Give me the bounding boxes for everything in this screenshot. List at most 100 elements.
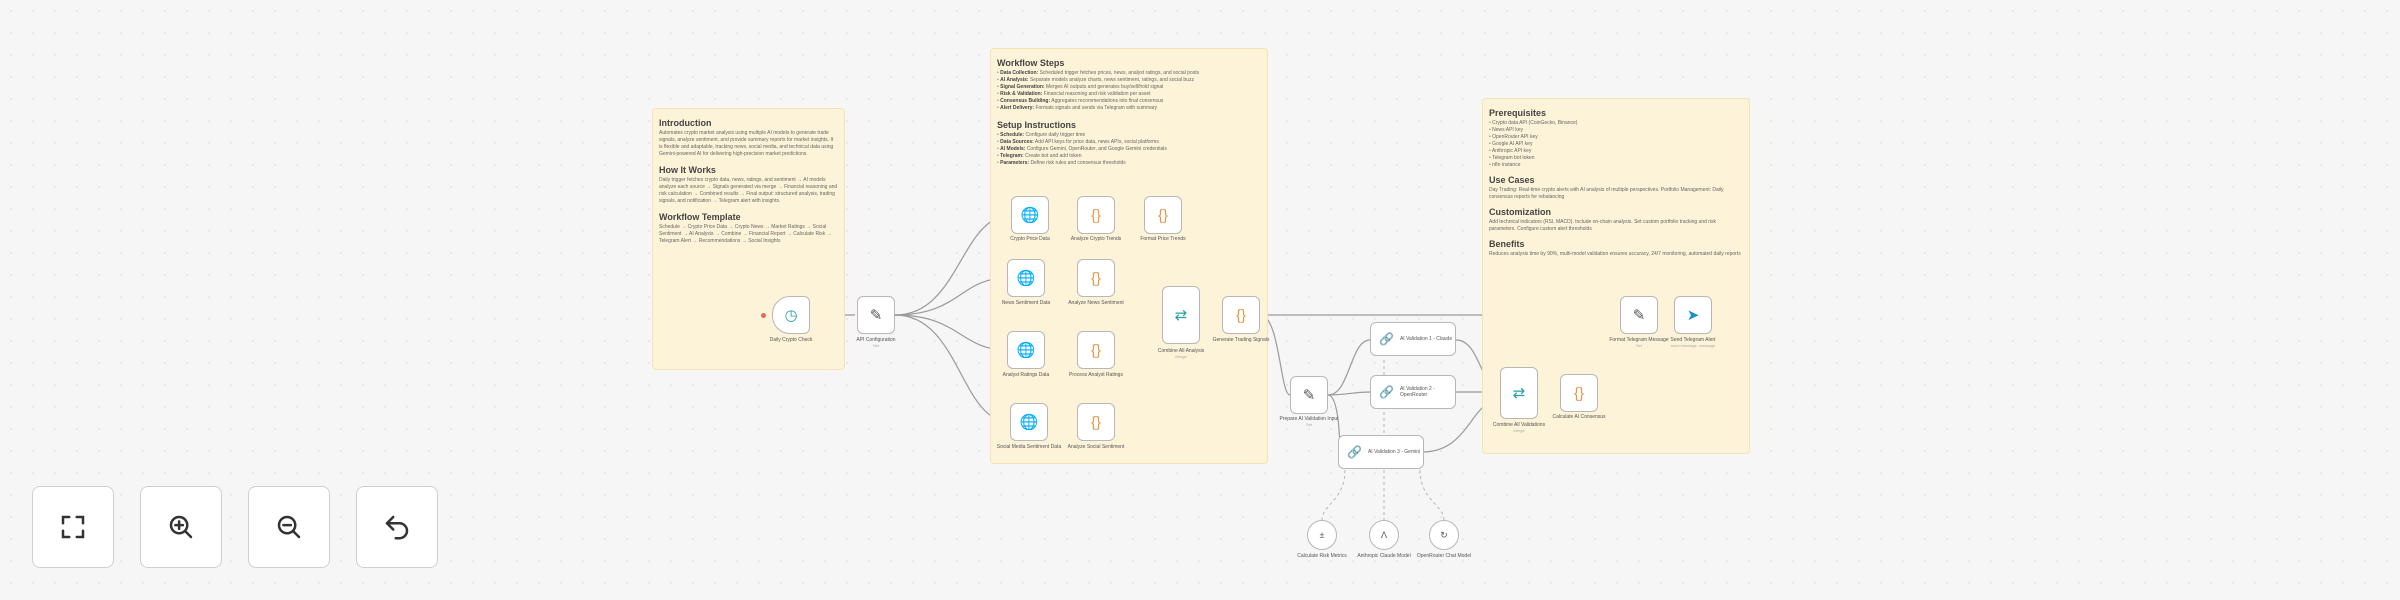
node-news-sentiment-data[interactable]: 🌐 bbox=[1007, 259, 1045, 297]
node-label: OpenRouter Chat Model bbox=[1416, 553, 1472, 559]
sticky-note-workflow-steps[interactable]: Workflow Steps Data Collection: Schedule… bbox=[990, 48, 1268, 464]
pencil-icon: ✎ bbox=[1632, 306, 1646, 324]
merge-icon: ⇄ bbox=[1512, 384, 1526, 402]
list-item: Data Sources: Add API keys for price dat… bbox=[997, 139, 1261, 146]
code-icon: {} bbox=[1157, 206, 1169, 224]
reset-zoom-button[interactable] bbox=[356, 486, 438, 568]
note-heading: Prerequisites bbox=[1489, 108, 1547, 118]
note-heading: Use Cases bbox=[1489, 175, 1535, 185]
node-label: Crypto Price Data bbox=[1010, 236, 1050, 242]
node-label: News Sentiment Data bbox=[1001, 300, 1051, 306]
list-item: n8n instance bbox=[1489, 162, 1743, 169]
note-text: Reduces analysis time by 90%, multi-mode… bbox=[1489, 251, 1741, 257]
list-item: AI Models: Configure Gemini, OpenRouter,… bbox=[997, 146, 1261, 153]
node-label: Daily Crypto Check bbox=[769, 337, 813, 343]
clock-icon: ◷ bbox=[784, 306, 798, 324]
list-item: Risk & Validation: Financial reasoning a… bbox=[997, 91, 1261, 98]
node-prepare-ai-validation-input[interactable]: ✎ bbox=[1290, 376, 1328, 414]
sticky-note-introduction[interactable]: Introduction Automates crypto market ana… bbox=[652, 108, 845, 370]
merge-icon: ⇄ bbox=[1174, 306, 1188, 324]
code-icon: {} bbox=[1235, 306, 1247, 324]
node-analyze-news-sentiment[interactable]: {} bbox=[1077, 259, 1115, 297]
node-combine-all-validations[interactable]: ⇄ bbox=[1500, 367, 1538, 419]
fit-view-icon bbox=[61, 515, 85, 539]
telegram-icon: ➤ bbox=[1686, 306, 1700, 324]
list-item: Crypto data API (CoinGecko, Binance) bbox=[1489, 120, 1743, 127]
link-icon: 🔗 bbox=[1379, 332, 1394, 346]
node-label: Format Price Trends bbox=[1140, 236, 1186, 242]
globe-icon: 🌐 bbox=[1016, 341, 1036, 359]
node-format-price-trends[interactable]: {} bbox=[1144, 196, 1182, 234]
list-item: Anthropic API key bbox=[1489, 148, 1743, 155]
node-label: Analyst Ratings Data bbox=[1002, 372, 1050, 378]
node-daily-crypto-check[interactable]: ◷ bbox=[772, 296, 810, 334]
node-label: Process Analyst Ratings bbox=[1069, 372, 1123, 378]
node-api-configuration[interactable]: ✎ bbox=[857, 296, 895, 334]
list-item: Consensus Building: Aggregates recommend… bbox=[997, 98, 1261, 105]
node-analyst-ratings-data[interactable]: 🌐 bbox=[1007, 331, 1045, 369]
list-item: Signal Generation: Merges AI outputs and… bbox=[997, 84, 1261, 91]
node-ai-validation-3[interactable]: 🔗 AI Validation 3 - Gemini bbox=[1338, 435, 1424, 469]
globe-icon: 🌐 bbox=[1020, 206, 1040, 224]
openrouter-icon: ↻ bbox=[1440, 529, 1448, 540]
node-generate-trading-signals[interactable]: {} bbox=[1222, 296, 1260, 334]
note-heading: Workflow Steps bbox=[997, 58, 1065, 68]
anthropic-icon: Λ bbox=[1380, 530, 1387, 540]
globe-icon: 🌐 bbox=[1019, 413, 1039, 431]
code-icon: {} bbox=[1090, 269, 1102, 287]
code-icon: {} bbox=[1090, 206, 1102, 224]
pencil-icon: ✎ bbox=[869, 306, 883, 324]
setup-list: Schedule: Configure daily trigger time D… bbox=[997, 132, 1261, 167]
node-label: Analyze Social Sentiment bbox=[1067, 444, 1125, 450]
fit-view-button[interactable] bbox=[32, 486, 114, 568]
node-label: Anthropic Claude Model bbox=[1357, 553, 1411, 559]
note-text: Daily trigger fetches crypto data, news,… bbox=[659, 177, 838, 204]
node-analyze-social-sentiment[interactable]: {} bbox=[1077, 403, 1115, 441]
node-crypto-price-data[interactable]: 🌐 bbox=[1011, 196, 1049, 234]
node-calculate-risk-metrics[interactable]: ± bbox=[1307, 520, 1337, 550]
note-text: Automates crypto market analysis using m… bbox=[659, 130, 834, 157]
node-format-telegram-message[interactable]: ✎ bbox=[1620, 296, 1658, 334]
node-label: Analyze Crypto Trends bbox=[1070, 236, 1122, 242]
pencil-icon: ✎ bbox=[1302, 386, 1316, 404]
node-label: Social Media Sentiment Data bbox=[996, 444, 1062, 450]
node-label: Calculate Risk Metrics bbox=[1297, 553, 1347, 559]
node-analyze-crypto-trends[interactable]: {} bbox=[1077, 196, 1115, 234]
node-social-media-sentiment-data[interactable]: 🌐 bbox=[1010, 403, 1048, 441]
node-ai-validation-2[interactable]: 🔗 AI Validation 2 - OpenRouter bbox=[1370, 375, 1456, 409]
node-send-telegram-alert[interactable]: ➤ bbox=[1674, 296, 1712, 334]
zoom-in-icon bbox=[169, 515, 193, 539]
node-ai-validation-1[interactable]: 🔗 AI Validation 1 - Claude bbox=[1370, 322, 1456, 356]
node-combine-all-analysis[interactable]: ⇄ bbox=[1162, 286, 1200, 344]
note-heading: Benefits bbox=[1489, 239, 1525, 249]
code-icon: {} bbox=[1090, 341, 1102, 359]
note-heading: How It Works bbox=[659, 165, 716, 175]
error-port bbox=[761, 313, 766, 318]
zoom-out-icon bbox=[277, 515, 301, 539]
list-item: Data Collection: Scheduled trigger fetch… bbox=[997, 70, 1261, 77]
node-openrouter-chat-model[interactable]: ↻ bbox=[1429, 520, 1459, 550]
node-calculate-ai-consensus[interactable]: {} bbox=[1560, 374, 1598, 412]
note-heading: Customization bbox=[1489, 207, 1551, 217]
link-icon: 🔗 bbox=[1379, 385, 1394, 399]
zoom-in-button[interactable] bbox=[140, 486, 222, 568]
node-process-analyst-ratings[interactable]: {} bbox=[1077, 331, 1115, 369]
zoom-out-button[interactable] bbox=[248, 486, 330, 568]
code-icon: {} bbox=[1090, 413, 1102, 431]
steps-list: Data Collection: Scheduled trigger fetch… bbox=[997, 70, 1261, 112]
link-icon: 🔗 bbox=[1347, 445, 1362, 459]
list-item: AI Analysis: Separate models analyze cha… bbox=[997, 77, 1261, 84]
node-anthropic-claude-model[interactable]: Λ bbox=[1369, 520, 1399, 550]
list-item: Alert Delivery: Formats signals and send… bbox=[997, 105, 1261, 112]
node-label: Calculate AI Consensus bbox=[1552, 414, 1606, 420]
list-item: Telegram bot token bbox=[1489, 155, 1743, 162]
list-item: Schedule: Configure daily trigger time bbox=[997, 132, 1261, 139]
list-item: Google AI API key bbox=[1489, 141, 1743, 148]
node-label: Generate Trading Signals bbox=[1212, 337, 1270, 343]
